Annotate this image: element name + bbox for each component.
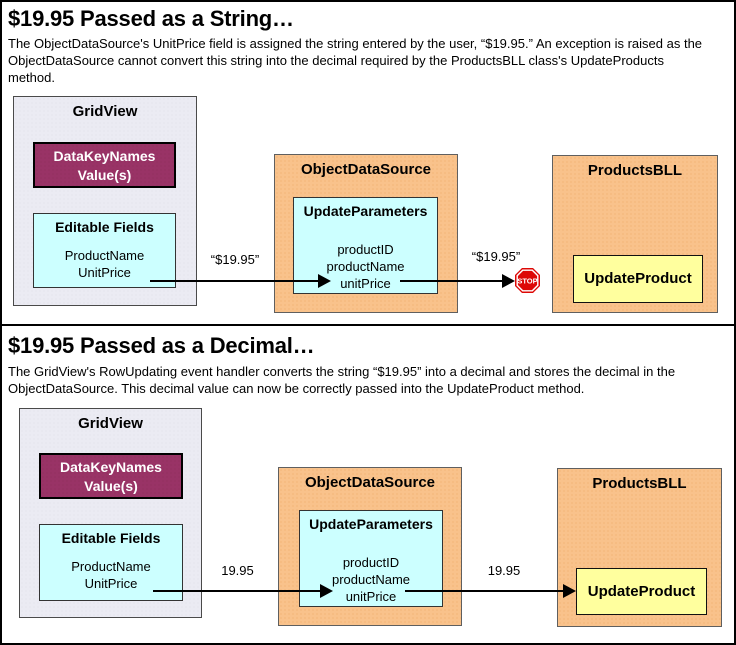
- arrowhead-icon: [563, 584, 576, 598]
- updateparameters-box: UpdateParameters productID productName u…: [293, 197, 438, 294]
- editable-fields-title: Editable Fields: [55, 219, 154, 235]
- section-description: The GridView's RowUpdating event handler…: [8, 363, 675, 397]
- updateparameters-title: UpdateParameters: [309, 516, 433, 532]
- gridview-title: GridView: [78, 415, 143, 432]
- stop-icon: STOP: [515, 268, 540, 293]
- section-title: $19.95 Passed as a Decimal…: [8, 333, 315, 358]
- updateparameters-list: productID productName unitPrice: [300, 554, 442, 605]
- arrow-value-label: 19.95: [221, 563, 254, 578]
- editable-fields-list: ProductName UnitPrice: [34, 247, 175, 281]
- flow-arrow-left: [150, 280, 320, 282]
- param-productname: productName: [326, 259, 405, 274]
- datakeynames-values-label: Value(s): [77, 167, 132, 183]
- field-unitprice: UnitPrice: [84, 576, 138, 591]
- editable-fields-title: Editable Fields: [61, 530, 161, 546]
- section-description: The ObjectDataSource's UnitPrice field i…: [8, 35, 702, 86]
- stop-text: STOP: [517, 277, 537, 286]
- productsbll-box: ProductsBLL UpdateProduct: [552, 155, 718, 313]
- arrow-value-label: 19.95: [487, 563, 521, 578]
- editable-fields-box: Editable Fields ProductName UnitPrice: [33, 213, 176, 288]
- description-line: ObjectDataSource. This decimal value can…: [8, 381, 585, 396]
- arrowhead-icon: [318, 274, 331, 288]
- flow-arrow-right: [405, 590, 565, 592]
- productsbll-title: ProductsBLL: [592, 475, 687, 492]
- datakeynames-label: DataKeyNames: [60, 459, 162, 475]
- arrowhead-icon: [320, 584, 333, 598]
- param-productid: productID: [342, 555, 400, 570]
- datakeynames-box: DataKeyNames Value(s): [39, 453, 183, 499]
- arrowhead-icon: [502, 274, 515, 288]
- panel-passed-as-string: $19.95 Passed as a String… The ObjectDat…: [0, 0, 736, 326]
- objectdatasource-box: ObjectDataSource UpdateParameters produc…: [274, 154, 458, 313]
- description-line: method.: [8, 70, 55, 85]
- gridview-box: GridView DataKeyNames Value(s) Editable …: [19, 408, 202, 618]
- gridview-title: GridView: [72, 103, 138, 120]
- datakeynames-box: DataKeyNames Value(s): [33, 142, 176, 188]
- productsbll-title: ProductsBLL: [587, 162, 683, 179]
- updateparameters-title: UpdateParameters: [303, 203, 428, 219]
- datakeynames-values-label: Value(s): [84, 478, 138, 494]
- updateproduct-box: UpdateProduct: [576, 568, 707, 615]
- field-productname: ProductName: [64, 248, 145, 263]
- objectdatasource-box: ObjectDataSource UpdateParameters produc…: [278, 467, 462, 626]
- editable-fields-list: ProductName UnitPrice: [40, 558, 182, 592]
- panel-passed-as-decimal: $19.95 Passed as a Decimal… The GridView…: [0, 324, 736, 645]
- description-line: The ObjectDataSource's UnitPrice field i…: [8, 36, 703, 51]
- param-productid: productID: [337, 242, 394, 257]
- section-title: $19.95 Passed as a String…: [8, 6, 294, 31]
- updateparameters-list: productID productName unitPrice: [294, 241, 437, 292]
- flow-arrow-right: [400, 280, 504, 282]
- field-unitprice: UnitPrice: [78, 265, 131, 280]
- description-line: ObjectDataSource cannot convert this str…: [8, 53, 664, 68]
- flow-arrow-left: [153, 590, 322, 592]
- updateproduct-box: UpdateProduct: [573, 255, 703, 303]
- objectdatasource-title: ObjectDataSource: [300, 161, 432, 178]
- datakeynames-label: DataKeyNames: [53, 148, 156, 164]
- field-productname: ProductName: [71, 559, 151, 574]
- editable-fields-box: Editable Fields ProductName UnitPrice: [39, 524, 183, 601]
- description-line: The GridView's RowUpdating event handler…: [8, 364, 676, 379]
- arrow-value-label: “$19.95”: [210, 252, 260, 267]
- productsbll-box: ProductsBLL UpdateProduct: [557, 468, 722, 627]
- arrow-value-label: “$19.95”: [471, 249, 521, 264]
- param-unitprice: unitPrice: [345, 589, 397, 604]
- param-unitprice: unitPrice: [340, 276, 391, 291]
- objectdatasource-title: ObjectDataSource: [304, 474, 436, 491]
- param-productname: productName: [331, 572, 411, 587]
- gridview-box: GridView DataKeyNames Value(s) Editable …: [13, 96, 197, 306]
